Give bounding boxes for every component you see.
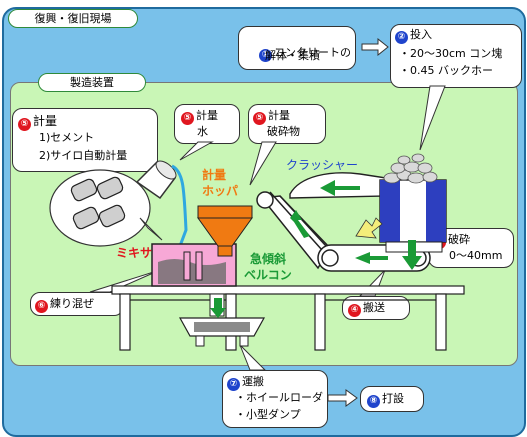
cement-bag-icons [70,176,126,230]
cement-bags-tail [139,217,163,241]
step2-number: ② [395,31,408,44]
step5a-number: ⑤ [18,118,31,131]
step7-line2: ・小型ダンプ [235,408,301,421]
callout-tail-water [179,141,214,161]
step3-line1: 0～40mm [449,249,503,262]
equipment-tag: 製造装置 [38,73,146,92]
conveyor-label-line2: ベルコン [244,268,292,282]
step4-title: 搬送 [363,301,385,314]
step8-title: 打設 [382,392,404,405]
concrete-rubble [383,153,438,184]
hopper-label-line1: 計量 [202,168,227,182]
step1-line2: 解体・集積 [265,49,320,62]
step7-line1: ・ホイールローダ [235,391,323,404]
step8-number: ⑧ [367,395,380,408]
step2-line2: ・0.45 バックホー [399,64,493,77]
discharge-tray [178,293,266,347]
arrow-step1-to-step2 [361,37,389,57]
step1-number: ① [259,49,272,62]
step5c-line1: 破砕物 [267,125,300,138]
step5a-line1: 1)セメント [39,131,95,144]
arrow-step7-to-step8 [327,389,358,407]
step4-number: ④ [348,304,361,317]
hopper-label-line2: ホッパ [202,184,239,198]
step5c-title: 計量 [268,109,290,122]
crusher-unit [289,172,447,270]
mixer-label: ミキサ [116,246,153,260]
cement-bags-bubble [49,169,151,247]
callout-tail-step7 [239,344,267,371]
callout-tail-step2 [419,85,446,151]
step3-title: 破砕 [448,233,470,246]
step5b-title: 計量 [196,109,218,122]
step2-title: 投入 [410,28,432,41]
step5b-number: ⑤ [181,112,194,125]
callout-tail-crushed [249,141,277,186]
conveyor-arrow-up [290,210,310,238]
weighing-hopper [197,205,253,257]
site-tag: 復興・復旧現場 [8,9,138,28]
callout-tail-step6 [89,269,161,293]
conveyor-arrow-left [355,252,388,264]
step6-number: ⑥ [35,300,48,313]
step5c-number: ⑤ [253,112,266,125]
step6-title: 練り混ぜ [50,297,94,310]
step1-line1: コンクリートの [274,46,351,59]
step7-title: 運搬 [242,375,264,388]
step5b-line1: 水 [197,125,208,138]
step2-line1: ・20～30cm コン塊 [399,47,503,60]
step5a-title: 計量 [33,114,58,128]
step5a-line2: 2)サイロ自動計量 [39,149,128,162]
conveyor-label-line1: 急傾斜 [250,252,287,266]
water-bucket-icon [135,160,188,247]
support-frame [111,285,465,351]
crusher-label: クラッシャー [286,158,359,172]
step7-number: ⑦ [227,378,240,391]
